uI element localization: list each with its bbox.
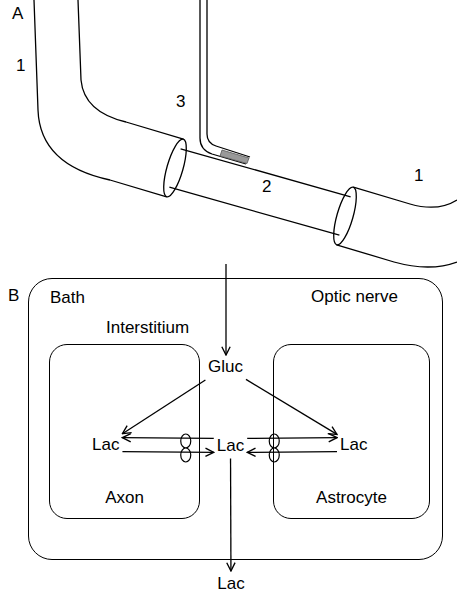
transporter	[181, 434, 191, 448]
metabolite-name: Lac	[92, 435, 119, 455]
optic-nerve-region: Optic nerveGlucLacLacAxonLacAstrocyte	[28, 278, 443, 560]
cell-compartment: LacAxon	[49, 344, 200, 519]
electrode-mouth	[159, 137, 191, 199]
sensor-shaft	[207, 0, 250, 157]
region-label: Bath	[50, 288, 85, 308]
panel-letter: B	[8, 286, 19, 306]
region-title: Optic nerve	[311, 287, 398, 307]
flux-arrow	[230, 459, 232, 572]
transporter	[181, 448, 191, 462]
electrode-tube	[353, 187, 457, 207]
electrode-tube	[110, 122, 183, 197]
optic-nerve	[169, 149, 350, 235]
flux-arrow	[122, 437, 213, 439]
panel-letter: A	[12, 4, 23, 24]
metabolite: Lac	[215, 436, 246, 456]
flux-arrow	[122, 451, 213, 453]
flux-arrow	[247, 451, 337, 453]
metabolite-name: Gluc	[208, 357, 243, 377]
metabolite-name: Lac	[217, 574, 244, 594]
electrode-tube	[337, 245, 457, 267]
region-label: Interstitium	[106, 318, 189, 338]
electrode-mouth	[329, 185, 361, 247]
callout-number: 1	[414, 166, 423, 186]
callout-number: 3	[176, 92, 185, 112]
sensor-tip	[220, 150, 249, 164]
callout-number: 2	[262, 177, 271, 197]
cell-name: Axon	[50, 488, 199, 508]
electrode-tube	[34, 0, 110, 180]
flux-arrow	[247, 437, 337, 439]
metabolite-name: Lac	[217, 436, 244, 456]
metabolite: Gluc	[206, 357, 245, 377]
cell-name: Astrocyte	[274, 488, 429, 508]
metabolite-name: Lac	[340, 435, 367, 455]
electrode-tube	[78, 0, 126, 122]
flux-arrow	[246, 379, 337, 434]
callout-number: 1	[16, 56, 25, 76]
metabolite: Lac	[215, 574, 246, 594]
transporter	[269, 448, 279, 462]
recording-setup	[34, 0, 457, 267]
flux-arrow	[122, 380, 205, 434]
cell-compartment: LacAstrocyte	[273, 344, 430, 519]
transporter	[269, 434, 279, 448]
